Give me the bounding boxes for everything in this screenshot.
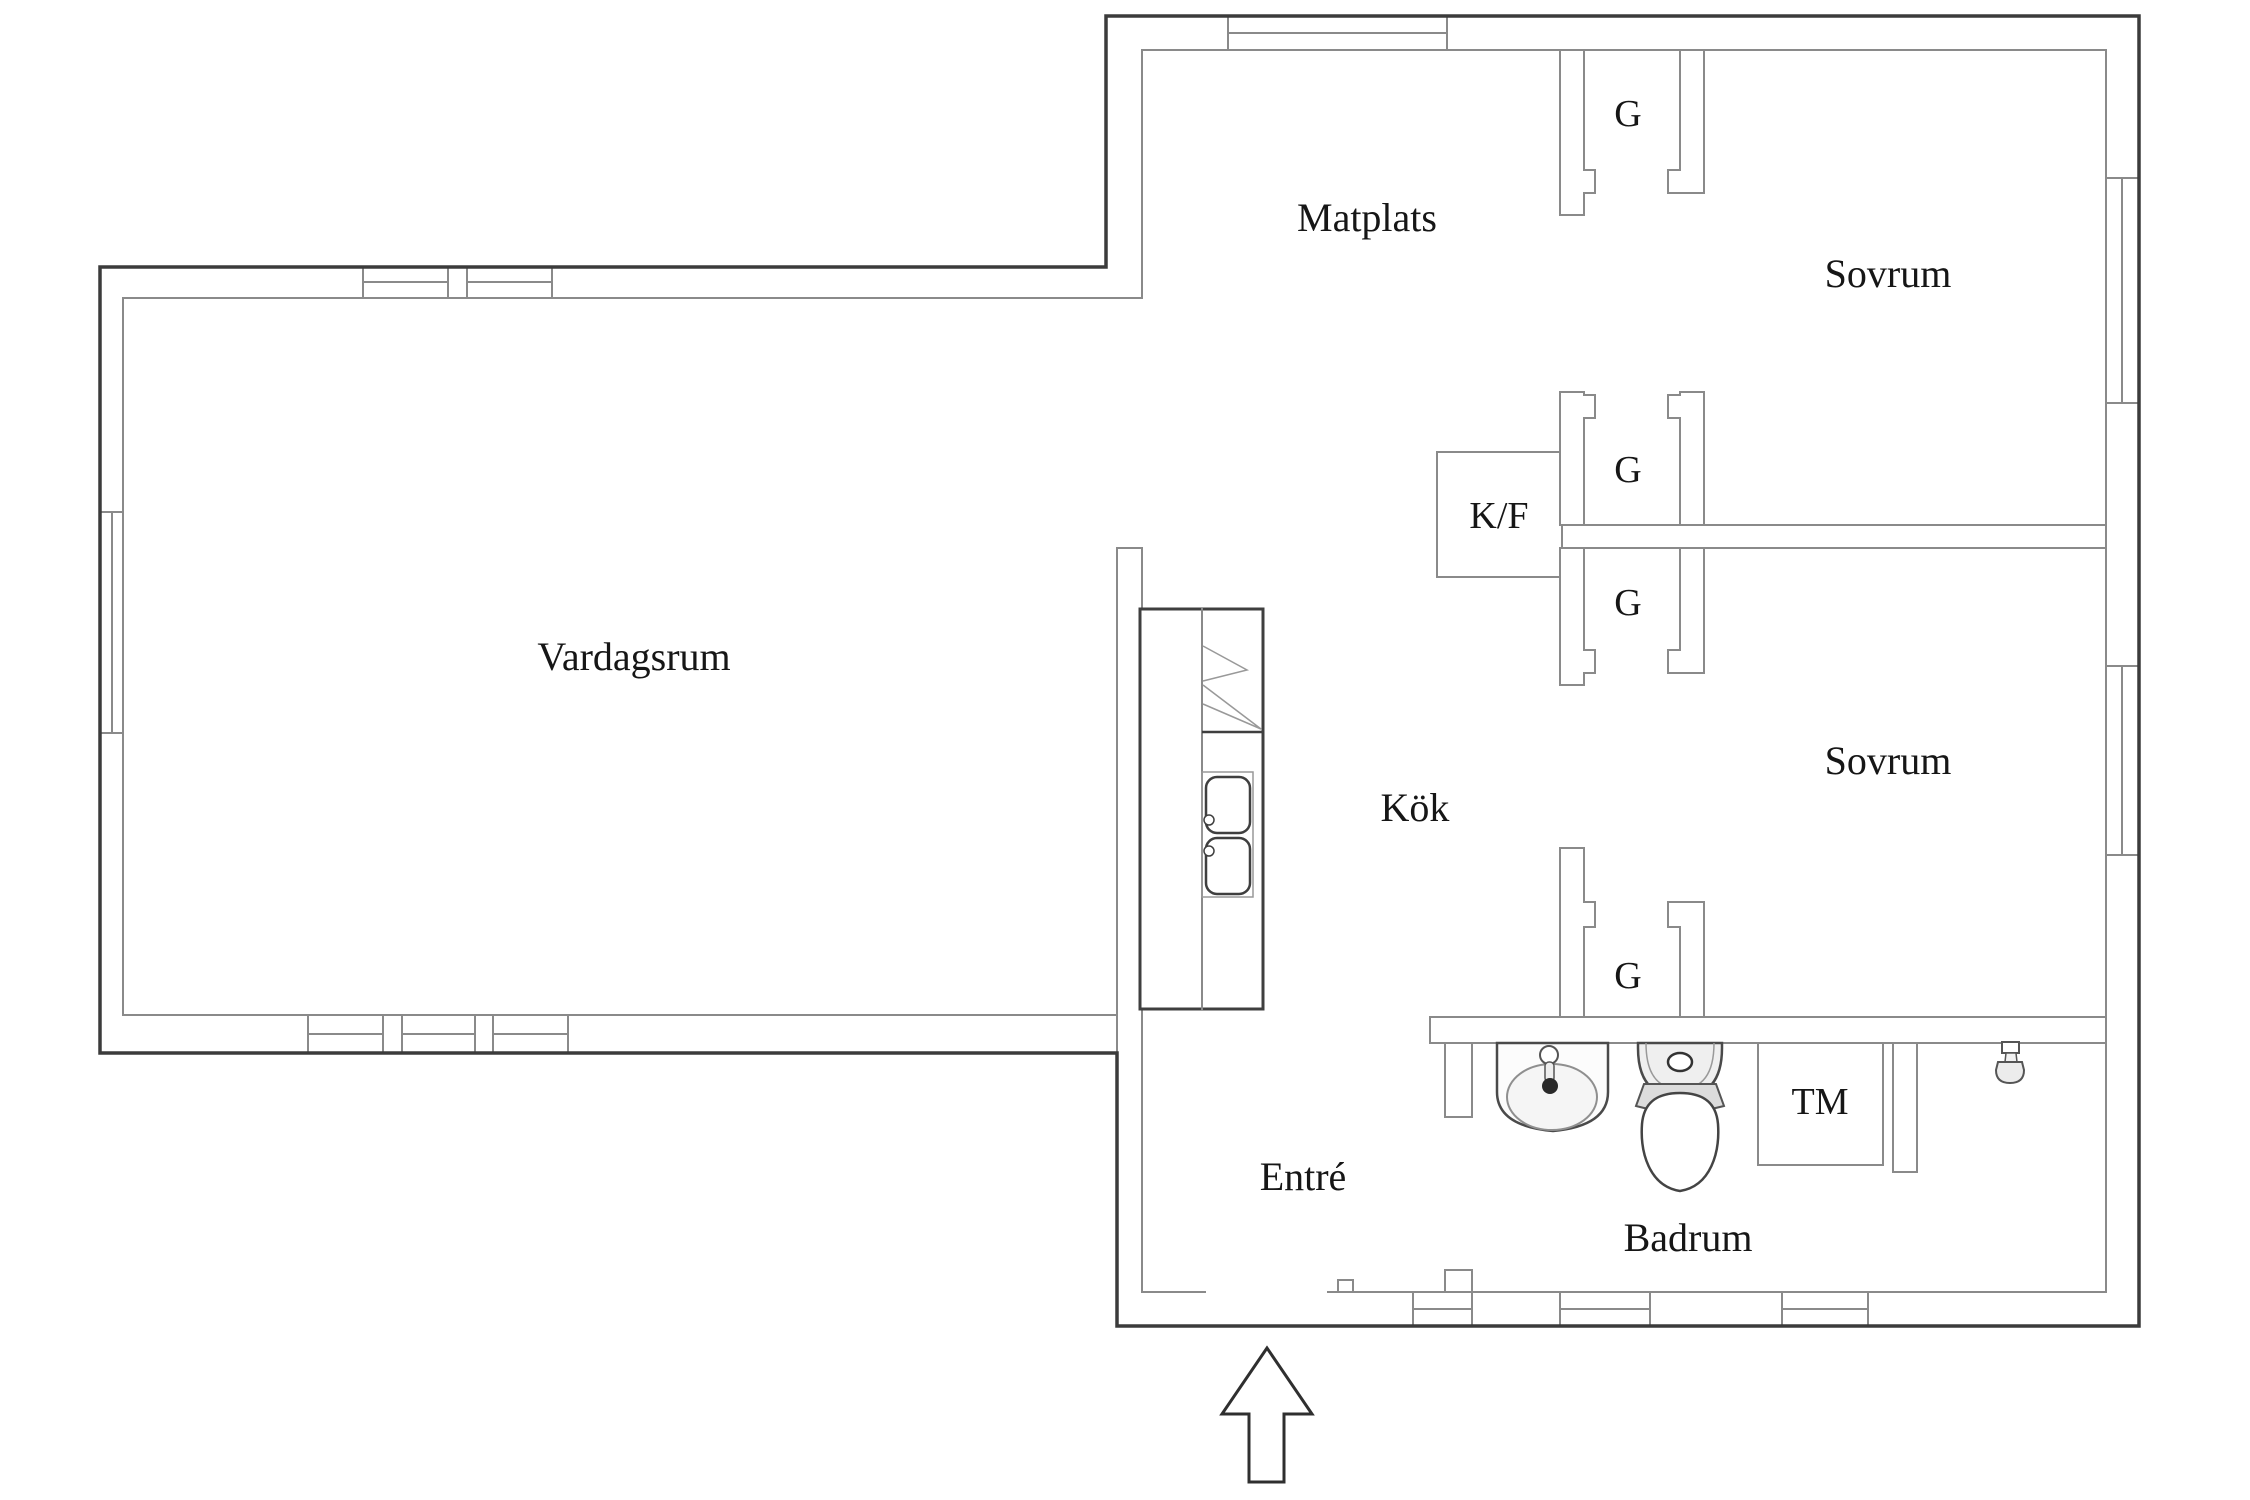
window-vardagsrum-north — [362, 266, 553, 297]
window-matplats-north — [1227, 15, 1448, 51]
tm-nook-partition — [1892, 1042, 1918, 1173]
fridge-freezer-box — [1436, 451, 1563, 578]
washing-machine-label: TM — [1792, 1081, 1849, 1123]
fridge-freezer-label: K/F — [1469, 495, 1528, 537]
entre-label: Entré — [1260, 1154, 1347, 1199]
windows — [99, 15, 2140, 1327]
badrum-label: Badrum — [1624, 1215, 1753, 1260]
window-vardagsrum-south — [307, 1014, 569, 1054]
closet-top-left-pier — [1559, 49, 1596, 216]
window-vardagsrum-west — [99, 511, 124, 734]
washbasin-icon — [1495, 1041, 1610, 1133]
building-perimeter — [98, 14, 2141, 1328]
badrum-door-lower-stub — [1444, 1269, 1473, 1293]
sovrum-upper-label: Sovrum — [1825, 251, 1952, 296]
window-sovrum-lower-east — [2105, 665, 2140, 856]
window-badrum-south — [1412, 1291, 1869, 1327]
closet-upper-mid-right-pier — [1667, 391, 1705, 526]
room-labels: Matplats Sovrum Vardagsrum Kök Sovrum En… — [537, 93, 1951, 1260]
window-sovrum-upper-east — [2105, 177, 2140, 404]
kitchen-stove-icon — [1202, 645, 1262, 730]
closet-upper-mid-label: G — [1614, 449, 1641, 491]
closet-lower-mid-left-pier — [1559, 547, 1596, 686]
closet-bottom-label: G — [1614, 955, 1641, 997]
badrum-door-upper-stub — [1444, 1042, 1473, 1118]
closet-top-label: G — [1614, 93, 1641, 135]
badrum-door-jamb-notch — [1337, 1279, 1354, 1293]
badrum-partition-walls — [1337, 1042, 1918, 1293]
kitchen-counter — [1138, 607, 1265, 1011]
entrance-arrow-icon — [1219, 1345, 1315, 1484]
kok-label: Kök — [1381, 785, 1450, 830]
matplats-label: Matplats — [1297, 195, 1437, 240]
sovrum-lower-label: Sovrum — [1825, 738, 1952, 783]
water-tap-icon — [1994, 1041, 2026, 1085]
washing-machine-box — [1757, 1042, 1884, 1166]
closet-lower-mid-label: G — [1614, 582, 1641, 624]
closet-bottom-left-pier — [1559, 847, 1596, 1018]
closet-walls — [1559, 49, 1705, 1018]
vardagsrum-label: Vardagsrum — [537, 634, 730, 679]
toilet-icon — [1634, 1041, 1726, 1193]
kitchen-double-sink-icon — [1201, 771, 1254, 898]
closet-bottom-right-pier — [1667, 901, 1705, 1018]
closet-upper-mid-left-pier — [1559, 391, 1596, 526]
closet-lower-mid-right-pier — [1667, 547, 1705, 674]
closet-top-right-pier — [1667, 49, 1705, 194]
